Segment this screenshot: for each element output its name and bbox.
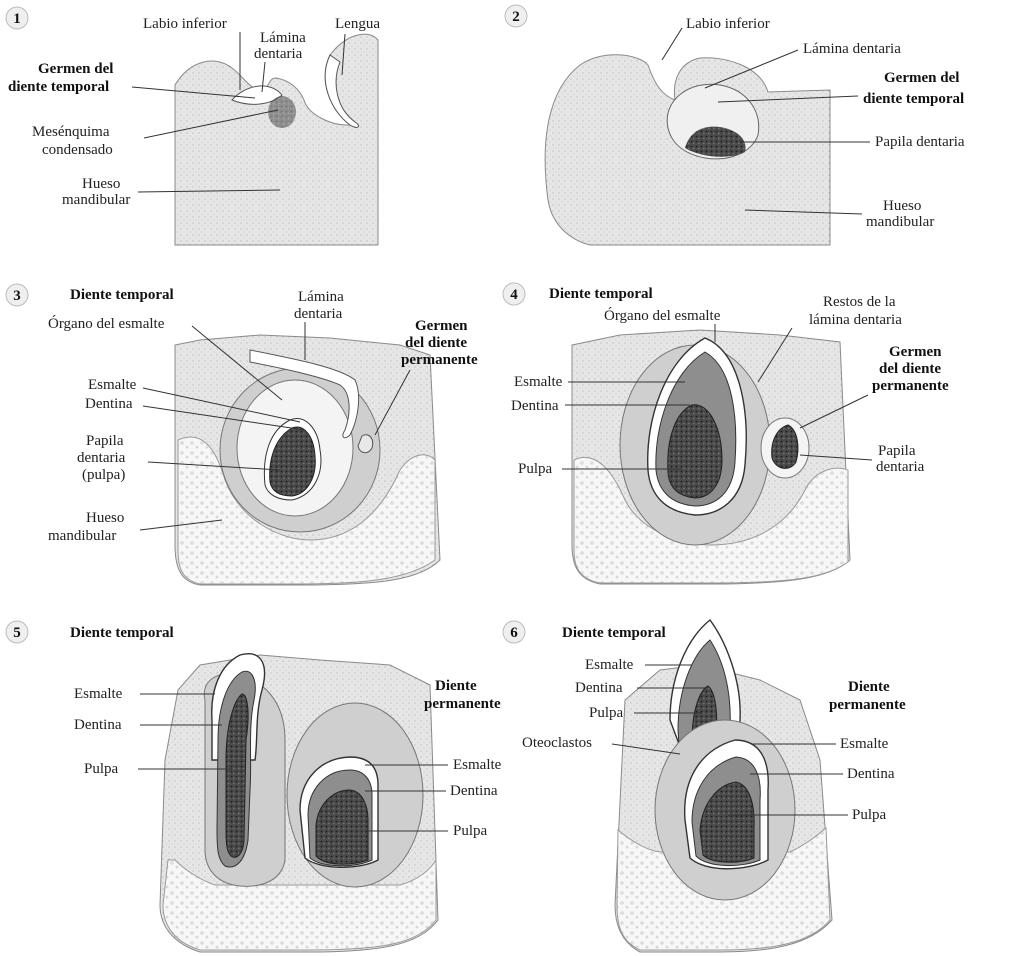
- label: Diente temporal: [70, 287, 174, 303]
- label: Diente temporal: [70, 625, 174, 641]
- panel-number: 3: [13, 288, 21, 304]
- label: Pulpa: [84, 761, 119, 777]
- label: Lámina: [298, 289, 344, 305]
- label: permanente: [872, 378, 949, 394]
- label: Restos de la: [823, 294, 896, 310]
- condensed-mesenchyme: [268, 96, 296, 128]
- label: mandibular: [48, 528, 116, 544]
- label: del diente: [405, 335, 467, 351]
- label: Oteoclastos: [522, 735, 592, 751]
- label: Germen: [415, 318, 468, 334]
- panel-4: 4 Diente temporal Restos de la lámina de…: [503, 283, 949, 584]
- label: Diente temporal: [562, 625, 666, 641]
- label: (pulpa): [82, 467, 125, 483]
- mandible-section: [175, 34, 378, 245]
- panel-2: 2 Labio inferior Lámina dentaria Germen …: [505, 5, 965, 245]
- panel-number: 2: [512, 9, 520, 25]
- leader-line: [662, 28, 682, 60]
- label: Papila: [878, 443, 916, 459]
- label: dentaria: [876, 459, 925, 475]
- label: Diente: [848, 679, 890, 695]
- label: Lengua: [335, 16, 380, 32]
- label: Órgano del esmalte: [604, 307, 721, 324]
- label: Labio inferior: [143, 16, 227, 32]
- label: permanente: [401, 352, 478, 368]
- label: permanente: [424, 696, 501, 712]
- panel-number: 5: [13, 625, 21, 641]
- label: Lámina: [260, 30, 306, 46]
- label: permanente: [829, 697, 906, 713]
- label: Esmalte: [453, 757, 502, 773]
- label: Hueso: [883, 198, 921, 214]
- label: Pulpa: [518, 461, 553, 477]
- label: Dentina: [450, 783, 498, 799]
- label: Dentina: [847, 766, 895, 782]
- label: mandibular: [866, 214, 934, 230]
- label: Dentina: [511, 398, 559, 414]
- label: diente temporal: [863, 91, 964, 107]
- label: dentaria: [77, 450, 126, 466]
- label: Papila dentaria: [875, 134, 965, 150]
- label: Esmalte: [74, 686, 123, 702]
- label: Lámina dentaria: [803, 41, 901, 57]
- label: condensado: [42, 142, 113, 158]
- label: diente temporal: [8, 79, 109, 95]
- panel-6: 6 Diente temporal Esmalte Dentina Pulpa …: [503, 620, 906, 952]
- panel-number: 4: [510, 287, 518, 303]
- label: Pulpa: [852, 807, 887, 823]
- panel-number: 6: [510, 625, 518, 641]
- label: dentaria: [294, 306, 343, 322]
- label: Mesénquima: [32, 124, 110, 140]
- label: del diente: [879, 361, 941, 377]
- label: Germen del: [38, 61, 113, 77]
- label: Hueso: [86, 510, 124, 526]
- label: Órgano del esmalte: [48, 315, 165, 332]
- label: Esmalte: [88, 377, 137, 393]
- label: Hueso: [82, 176, 120, 192]
- label: Esmalte: [585, 657, 634, 673]
- panel-1: 1 Labio inferior Lámina dentaria Lengua …: [6, 7, 380, 245]
- label: Papila: [86, 433, 124, 449]
- panel-5: 5 Diente temporal Diente permanente Esma…: [6, 621, 502, 952]
- label: lámina dentaria: [809, 312, 902, 328]
- label: Germen del: [884, 70, 959, 86]
- label: Dentina: [575, 680, 623, 696]
- label: Labio inferior: [686, 16, 770, 32]
- label: Germen: [889, 344, 942, 360]
- label: mandibular: [62, 192, 130, 208]
- label: Dentina: [85, 396, 133, 412]
- label: Esmalte: [840, 736, 889, 752]
- label: Diente: [435, 678, 477, 694]
- label: Diente temporal: [549, 286, 653, 302]
- label: Dentina: [74, 717, 122, 733]
- label: Pulpa: [453, 823, 488, 839]
- label: dentaria: [254, 46, 303, 62]
- label: Esmalte: [514, 374, 563, 390]
- label: Pulpa: [589, 705, 624, 721]
- panel-3: 3 Diente temporal Lámina dentaria Órgano…: [6, 284, 478, 585]
- panel-number: 1: [13, 11, 21, 27]
